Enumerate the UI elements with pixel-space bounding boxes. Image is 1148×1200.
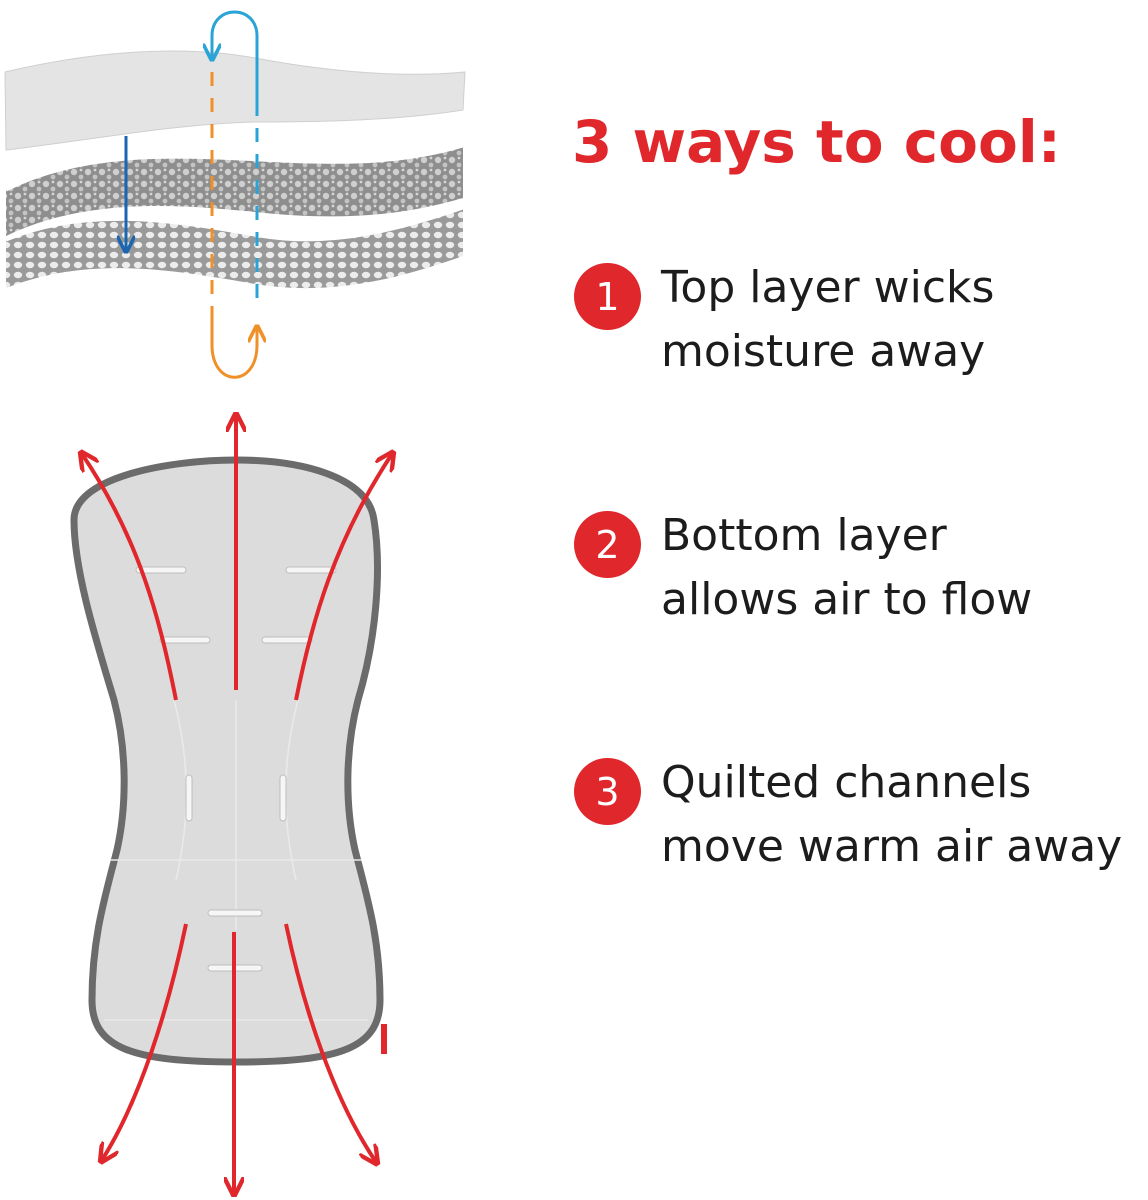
airflow-arrow-bottom-right bbox=[284, 923, 376, 1162]
liner-body bbox=[70, 456, 384, 1066]
step-line: Quilted channels bbox=[661, 757, 1032, 808]
orange-loop-arrow bbox=[210, 306, 257, 379]
step-description: Quilted channels move warm air away bbox=[661, 751, 1122, 879]
step-number-badge: 3 bbox=[574, 758, 641, 825]
step-line: allows air to flow bbox=[661, 574, 1033, 625]
stroller-liner-diagram bbox=[70, 416, 392, 1193]
bottom-mesh-layer bbox=[6, 208, 463, 289]
blue-loop-arrow bbox=[212, 10, 259, 116]
step-description: Top layer wicks moisture away bbox=[661, 256, 994, 384]
airflow-arrow-top-right bbox=[294, 454, 392, 701]
step-line: Top layer wicks bbox=[661, 262, 995, 313]
step-line: Bottom layer bbox=[661, 510, 947, 561]
headline: 3 ways to cool: bbox=[572, 108, 1061, 176]
brand-tag bbox=[381, 1024, 387, 1054]
step-description: Bottom layer allows air to flow bbox=[661, 504, 1032, 632]
airflow-arrow-bottom-left bbox=[102, 923, 188, 1160]
step-line: move warm air away bbox=[661, 821, 1123, 872]
middle-bubble-layer bbox=[6, 146, 463, 236]
top-wicking-layer bbox=[4, 50, 466, 151]
step-number-badge: 2 bbox=[574, 511, 641, 578]
step-number-badge: 1 bbox=[574, 263, 641, 330]
step-line: moisture away bbox=[661, 326, 986, 377]
airflow-arrow-top-left bbox=[82, 454, 178, 701]
fabric-layers-diagram bbox=[4, 10, 466, 379]
